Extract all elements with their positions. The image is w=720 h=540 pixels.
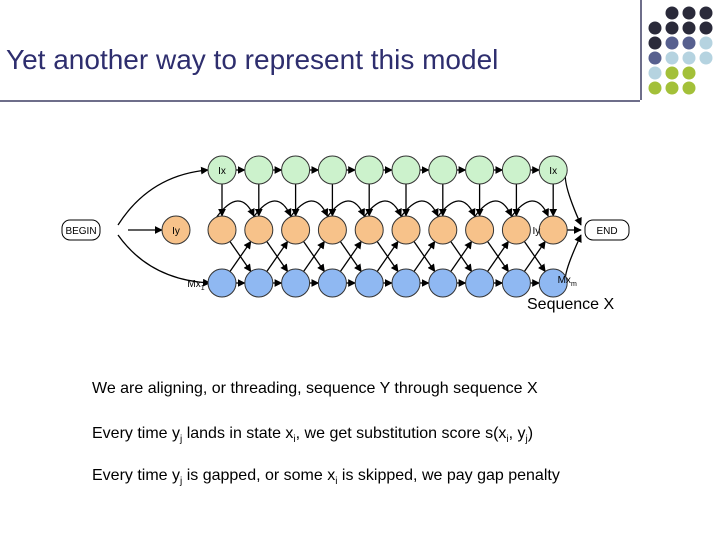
iy-left-label: Iy (172, 226, 180, 237)
decorative-dot (699, 51, 713, 65)
ix-node (244, 155, 274, 185)
decorative-dot (682, 66, 696, 80)
ix-left-label: Ix (218, 166, 226, 177)
ix-right-label: Ix (549, 166, 557, 177)
decorative-dot (665, 81, 679, 95)
decorative-dot (648, 36, 662, 50)
subscript: i (506, 434, 509, 445)
mx-node (501, 268, 531, 298)
ix-node (428, 155, 458, 185)
edge-begin-mx (117, 234, 211, 287)
decorative-dot (665, 66, 679, 80)
iy-node (501, 215, 531, 245)
subscript: i (335, 476, 338, 487)
iy-node (428, 215, 458, 245)
ix-node (465, 155, 495, 185)
bullet-3: Every time yj is gapped, or some xi is s… (92, 467, 560, 487)
edge-diagonal (487, 241, 509, 273)
decorative-dot (665, 51, 679, 65)
edge-diagonal (229, 241, 252, 273)
vertical-divider (640, 0, 642, 100)
bullet-2: Every time yj lands in state xi, we get … (92, 425, 534, 445)
sequence-x-label: Sequence X (527, 296, 615, 313)
iy-node (465, 215, 495, 245)
iy-node (207, 215, 237, 245)
decorative-dot (682, 81, 696, 95)
bullet-1: We are aligning, or threading, sequence … (92, 380, 538, 397)
iy-node (317, 215, 347, 245)
iy-node (161, 215, 191, 245)
mx-node (538, 268, 568, 298)
edge-diagonal (303, 241, 325, 273)
decorative-dot (699, 21, 713, 35)
iy-right-label: Iy (533, 226, 541, 237)
mx-node (465, 268, 495, 298)
iy-node (281, 215, 311, 245)
edge-begin-ix (117, 166, 209, 226)
edge-ix-end (564, 169, 582, 226)
mx-node (207, 268, 237, 298)
mx-left-label: Mx1 (187, 279, 204, 292)
end-state-label: END (596, 226, 617, 237)
decorative-dot (665, 6, 679, 20)
iy-node (391, 215, 421, 245)
decorative-dot (682, 36, 696, 50)
edge-diagonal (450, 241, 473, 273)
decorative-dot-grid (648, 6, 713, 95)
subscript: j (180, 434, 183, 445)
decorative-dot (648, 51, 662, 65)
end-state (584, 219, 630, 241)
mx-node (391, 268, 421, 298)
decorative-dot (665, 36, 679, 50)
ix-node (354, 155, 384, 185)
mx-node (354, 268, 384, 298)
mx-node (428, 268, 458, 298)
decorative-dot (648, 81, 662, 95)
subscript: j (525, 434, 528, 445)
decorative-dot (682, 21, 696, 35)
iy-node (538, 215, 568, 245)
edge-diagonal (523, 241, 546, 273)
decorative-dot (699, 6, 713, 20)
iy-node (354, 215, 384, 245)
mx-node (281, 268, 311, 298)
decorative-dot (648, 21, 662, 35)
decorative-dot (648, 66, 662, 80)
begin-state-label: BEGIN (65, 226, 96, 237)
edge-diagonal (266, 241, 289, 273)
title-divider (0, 100, 640, 102)
subscript: i (293, 434, 296, 445)
ix-node (538, 155, 568, 185)
ix-node (281, 155, 311, 185)
decorative-dot (682, 51, 696, 65)
edge-diagonal (339, 241, 362, 273)
ix-node (501, 155, 531, 185)
ix-node (207, 155, 237, 185)
subscript: j (180, 476, 183, 487)
edge-diagonal (376, 241, 399, 273)
ix-node (391, 155, 421, 185)
mx-node (317, 268, 347, 298)
slide-title: Yet another way to represent this model (6, 44, 499, 75)
decorative-dot (699, 36, 713, 50)
mx-node (244, 268, 274, 298)
edge-diagonal (413, 241, 436, 273)
ix-node (317, 155, 347, 185)
iy-node (244, 215, 274, 245)
decorative-dot (682, 6, 696, 20)
decorative-dot (665, 21, 679, 35)
mx-right-label: Mxm (558, 275, 577, 288)
begin-state (61, 219, 101, 241)
